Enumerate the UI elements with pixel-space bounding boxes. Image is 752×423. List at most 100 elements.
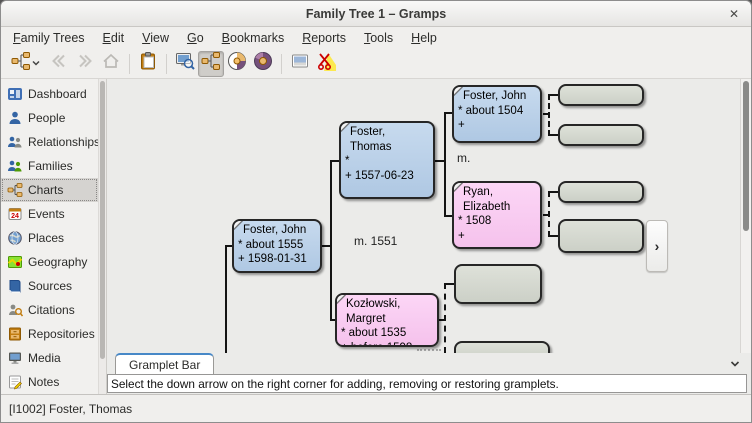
menu-tools[interactable]: Tools (363, 31, 394, 45)
sidebar-item-people[interactable]: People (1, 106, 98, 130)
sidebar-item-dashboard[interactable]: Dashboard (1, 82, 98, 106)
cut-button[interactable] (313, 51, 339, 77)
connector-line (434, 160, 446, 162)
sidebar-label: Events (28, 207, 65, 221)
sidebar-label: Sources (28, 279, 73, 293)
person-death: + 1598-01-31 (237, 253, 307, 265)
notepad-icon (7, 374, 23, 390)
person-box-kozlowski-margret[interactable]: Kozłowski, Margret * about 1535 + before… (334, 293, 439, 347)
pedigree-view-button[interactable] (198, 50, 224, 77)
menu-bookmarks[interactable]: Bookmarks (221, 31, 285, 45)
person-death: + (457, 119, 465, 131)
unknown-person-box[interactable] (453, 341, 550, 353)
sidebar-label: People (28, 111, 66, 125)
person-name: Ryan, Elizabeth (462, 186, 511, 213)
connector-line (443, 112, 453, 114)
marriage-label: m. 1551 (353, 234, 398, 248)
more-children-dots (416, 349, 441, 351)
sidebar-label: Families (28, 159, 73, 173)
sidebar-item-relationships[interactable]: Relationships (1, 130, 100, 154)
connector-line-dashed (549, 94, 558, 96)
forward-icon (75, 51, 95, 76)
sidebar-label: Media (28, 351, 61, 365)
connector-line-dashed (549, 235, 558, 237)
sidebar-item-geography[interactable]: Geography (1, 250, 98, 274)
unknown-person-box[interactable] (557, 219, 644, 253)
sidebar-item-sources[interactable]: Sources (1, 274, 98, 298)
clipboard-button[interactable] (135, 51, 161, 77)
families-icon (7, 158, 23, 174)
menu-go[interactable]: Go (186, 31, 204, 45)
connector-line (329, 160, 341, 162)
sidebar-item-places[interactable]: Places (1, 226, 98, 250)
menu-reports[interactable]: Reports (302, 31, 346, 45)
connector-line-dashed (437, 319, 445, 321)
gramplet-bar: Gramplet Bar (106, 353, 751, 374)
chart-scrollbar-thumb[interactable] (743, 81, 749, 231)
unknown-person-box[interactable] (557, 124, 644, 146)
sidebar-scrollbar-thumb[interactable] (100, 81, 105, 359)
sidebar-item-charts[interactable]: Charts (1, 178, 98, 202)
connector-line-dashed (443, 283, 446, 353)
picture-icon (290, 51, 310, 76)
person-box-foster-john-1504[interactable]: Foster, John * about 1504 + (451, 85, 542, 143)
sidebar-scrollbar[interactable] (98, 79, 106, 394)
connector-line (329, 160, 332, 321)
title-bar: Family Tree 1 – Gramps ✕ (1, 1, 751, 27)
gramplet-dropdown-button[interactable] (727, 356, 743, 372)
print-view-button[interactable] (287, 51, 313, 77)
fan-chart-button[interactable] (224, 51, 250, 77)
home-icon (101, 51, 121, 76)
person-name: Foster, John (242, 224, 307, 236)
menu-family-trees[interactable]: Family Trees (13, 31, 85, 45)
toolbar-separator (166, 53, 167, 74)
chart-scrollbar[interactable] (740, 79, 751, 353)
sidebar-item-events[interactable]: 24 Events (1, 202, 98, 226)
unknown-person-box[interactable] (557, 84, 644, 106)
person-box-foster-john-1555[interactable]: Foster, John * about 1555 + 1598-01-31 (231, 219, 322, 273)
menu-view[interactable]: View (142, 31, 169, 45)
sidebar-item-citations[interactable]: Citations (1, 298, 98, 322)
person-box-foster-thomas[interactable]: Foster, Thomas * + 1557-06-23 (338, 121, 435, 199)
calendar-icon: 24 (7, 206, 23, 222)
menu-help[interactable]: Help (411, 31, 437, 45)
person-death: + (457, 229, 465, 242)
sidebar-item-repositories[interactable]: Repositories (1, 322, 98, 346)
person-birth: * about 1555 (237, 238, 304, 251)
person-birth: * about 1504 (457, 104, 524, 117)
person-box-ryan-elizabeth[interactable]: Ryan, Elizabeth * 1508 + (451, 181, 542, 249)
sidebar-label: Repositories (28, 327, 95, 341)
sidebar-item-media[interactable]: Media (1, 346, 98, 370)
content-area: Dashboard People Relationships Families … (1, 79, 751, 394)
active-person-dropdown-button[interactable] (6, 51, 46, 77)
sidebar-label: Geography (28, 255, 88, 269)
pedigree-tree-icon (11, 51, 31, 76)
sidebar-label: Places (28, 231, 65, 245)
sidebar-item-families[interactable]: Families (1, 154, 98, 178)
dashboard-icon (7, 86, 23, 102)
sidebar-label: Charts (28, 183, 64, 197)
relationships-icon (7, 134, 23, 150)
sidebar-item-notes[interactable]: Notes (1, 370, 98, 394)
chevron-down-icon (31, 55, 41, 73)
unknown-person-box[interactable] (453, 264, 542, 304)
home-button[interactable] (98, 51, 124, 77)
charts-icon (7, 182, 23, 198)
toolbar-separator (129, 53, 130, 74)
expand-tree-button[interactable]: › (645, 220, 668, 272)
citation-icon (7, 302, 23, 318)
back-icon (49, 51, 69, 76)
close-button[interactable]: ✕ (728, 7, 740, 21)
back-button[interactable] (46, 51, 72, 77)
full-fan-chart-button[interactable] (250, 51, 276, 77)
person-death: + 1557-06-23 (344, 169, 414, 182)
person-icon (7, 110, 23, 126)
gramplet-bar-tab[interactable]: Gramplet Bar (114, 353, 215, 374)
graph-view-button[interactable] (172, 51, 198, 77)
forward-button[interactable] (72, 51, 98, 77)
menu-edit[interactable]: Edit (102, 31, 125, 45)
unknown-person-box[interactable] (557, 181, 644, 203)
connector-line-dashed (549, 134, 558, 136)
pedigree-view-icon (201, 51, 221, 76)
